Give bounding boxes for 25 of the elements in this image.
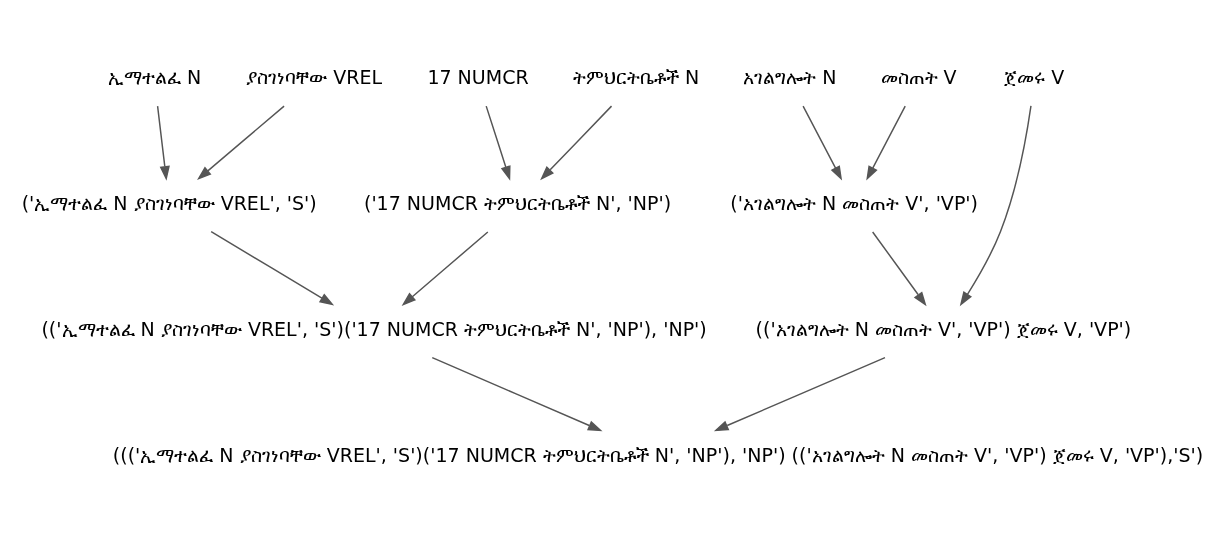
node-text: ('17 NUMCR ትምህርትቤቶች N', 'NP'): [363, 191, 672, 214]
arrow: [540, 104, 613, 180]
arrow: [866, 104, 906, 181]
arrow: [871, 230, 927, 306]
arrow: [197, 104, 285, 180]
arrow: [713, 356, 886, 431]
arrow: [802, 104, 843, 181]
node-text: ('አገልግሎት N መስጠት V', 'VP'): [730, 191, 978, 214]
node-text: ያስገነባቸው VREL: [246, 65, 383, 88]
node-text: ('ኢማተልፈ N ያስገነባቸው VREL', 'S'): [21, 191, 317, 214]
node-text: (('አገልግሎት N መስጠት V', 'VP') ጀመሩ V, 'VP'): [755, 317, 1132, 340]
arrow: [959, 104, 1032, 306]
node-text: አገልግሎት N: [743, 65, 837, 88]
node-text: ((('ኢማተልፈ N ያስገነባቸው VREL', 'S')('17 NUMCR ትምህርትቤቶች N', 'NP'), 'NP') (('አገልግሎት N መስጠት V', 'VP') ጀመሩ V, 'VP'),'S'): [112, 443, 1204, 466]
node-text: ጀመሩ V: [1004, 65, 1065, 88]
arrow: [431, 356, 603, 431]
node-text: መስጠት V: [880, 65, 957, 88]
node-text: (('ኢማተልፈ N ያስገነባቸው VREL', 'S')('17 NUMCR ትምህርትቤቶች N', 'NP'), 'NP'): [41, 317, 707, 340]
arrow: [210, 230, 335, 305]
node-text: ትምህርትቤቶች N: [572, 65, 700, 88]
arrow: [401, 230, 489, 306]
arrow: [485, 104, 511, 181]
arrow: [156, 104, 170, 181]
node-text: 17 NUMCR: [427, 65, 529, 88]
node-text: ኢማተልፈ N: [107, 65, 202, 88]
